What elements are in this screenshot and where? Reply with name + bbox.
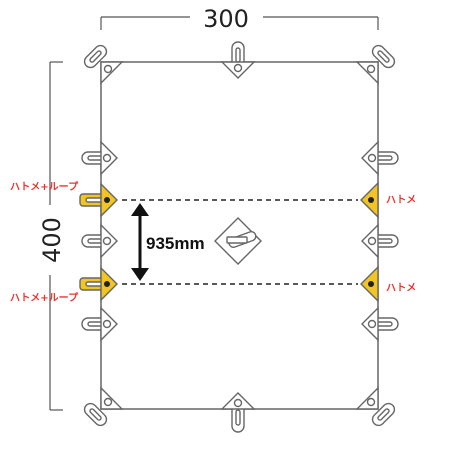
left-lower-label: ハトメ+ループ	[10, 291, 79, 304]
corner-loop-top-right	[355, 44, 396, 85]
top-center-loop	[220, 41, 256, 79]
right-grommet-lower	[360, 265, 379, 303]
left-loop-3	[81, 306, 118, 342]
right-grommet-upper	[360, 181, 379, 219]
left-grommet-loop-upper	[79, 182, 118, 218]
right-lower-label: ハトメ	[386, 282, 416, 294]
gap-arrow	[131, 203, 149, 281]
height-dimension	[49, 61, 63, 411]
corner-loop-bottom-left	[83, 386, 124, 427]
right-loop-1	[361, 140, 399, 176]
width-dimension	[100, 16, 379, 30]
center-patch-loop	[214, 217, 262, 265]
bottom-center-loop	[220, 392, 256, 433]
left-grommet-loop-lower	[79, 266, 118, 302]
right-loop-3	[361, 306, 399, 342]
left-upper-label: ハトメ+ループ	[10, 180, 79, 193]
height-label: 400	[38, 217, 66, 263]
width-label: 300	[203, 5, 249, 33]
right-upper-label: ハトメ	[386, 194, 416, 206]
left-loop-2	[81, 223, 118, 259]
corner-loop-bottom-right	[355, 386, 396, 427]
left-loop-1	[81, 140, 118, 176]
right-loop-2	[361, 223, 399, 259]
corner-loop-top-left	[83, 44, 124, 85]
gap-measurement: 935mm	[146, 234, 205, 253]
